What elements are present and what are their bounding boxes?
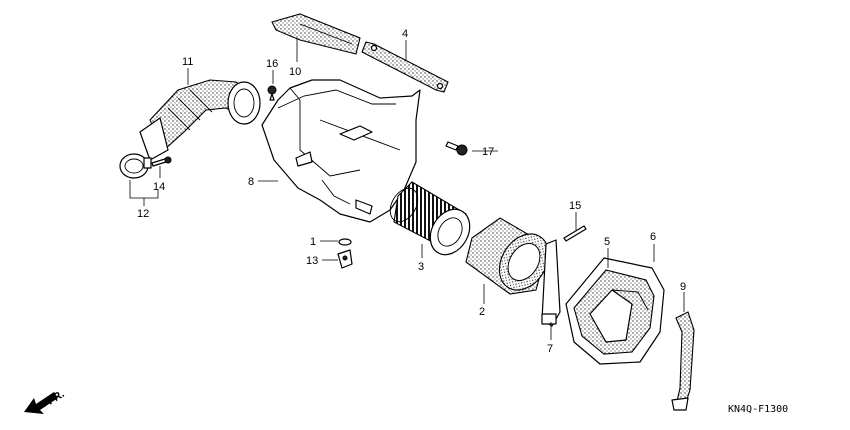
front-label: FR. — [45, 388, 66, 408]
callout-6: 6 — [650, 231, 656, 243]
part-4-bracket — [361, 41, 449, 93]
part-9-seal — [671, 311, 695, 411]
callout-7: 7 — [547, 343, 553, 355]
callout-16: 16 — [266, 58, 278, 70]
part-11-intake-tube — [139, 79, 261, 161]
part-1-ring — [338, 238, 352, 246]
part-15-pin — [563, 225, 587, 242]
callout-14: 14 — [153, 181, 165, 193]
part-8-case — [261, 79, 421, 223]
callout-13: 13 — [306, 255, 318, 267]
callout-11: 11 — [182, 56, 193, 68]
callout-17: 17 — [482, 146, 494, 158]
part-16-bolt — [267, 85, 277, 101]
callout-5: 5 — [604, 236, 610, 248]
leader-lines — [129, 38, 685, 340]
part-5-6-cover — [565, 257, 665, 365]
callout-1: 1 — [310, 236, 316, 248]
diagram-code: KN4Q-F1300 — [728, 404, 788, 415]
part-3-element — [389, 181, 471, 256]
callout-8: 8 — [248, 176, 254, 188]
callout-3: 3 — [418, 261, 424, 273]
front-arrow-icon — [24, 392, 58, 414]
callout-10: 10 — [289, 66, 301, 78]
part-2-foam — [465, 217, 550, 295]
part-13-clip — [337, 249, 353, 269]
part-7-strap — [541, 239, 561, 327]
part-14-screw — [151, 156, 172, 167]
callout-12: 12 — [137, 208, 149, 220]
part-12-clamp — [119, 153, 152, 179]
callout-2: 2 — [479, 306, 485, 318]
callout-4: 4 — [402, 28, 408, 40]
callout-9: 9 — [680, 281, 686, 293]
callouts: 1 2 3 4 5 6 7 8 9 10 11 12 13 14 15 16 1… — [137, 28, 686, 355]
callout-15: 15 — [569, 200, 581, 212]
part-10-sponge — [271, 13, 361, 55]
front-direction-marker: FR. — [24, 388, 67, 414]
part-17-bolt — [445, 141, 468, 156]
